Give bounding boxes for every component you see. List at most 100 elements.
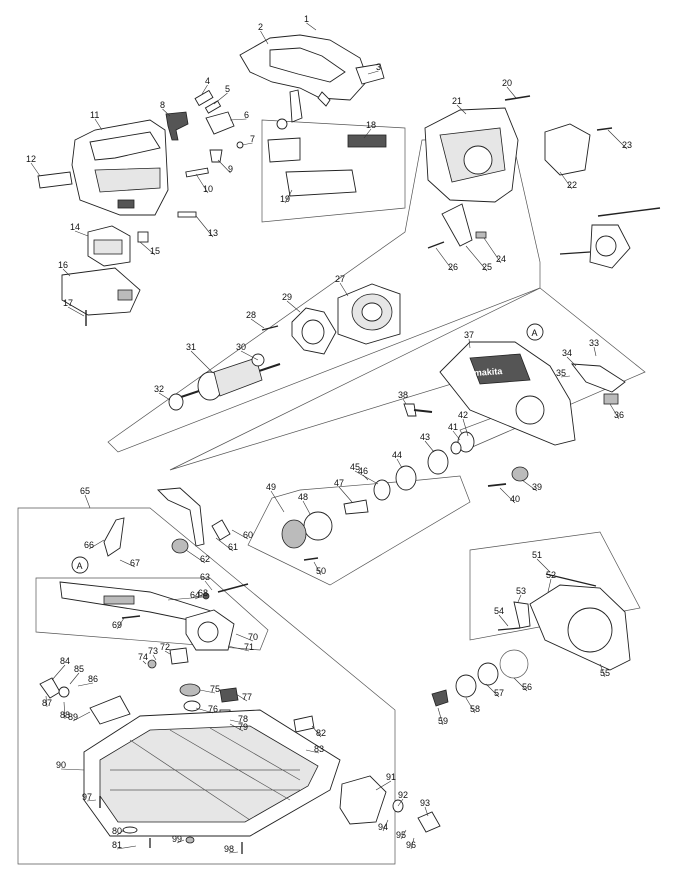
leader-line (410, 837, 415, 850)
wing-knob-icon (293, 715, 315, 733)
part-number-label: 83 (314, 744, 324, 754)
part-number-label: 74 (138, 652, 148, 662)
leader-line (362, 474, 369, 481)
part-number-label: 2 (258, 22, 263, 32)
part-number-label: 13 (208, 228, 218, 238)
leader-line (560, 375, 571, 378)
part-number-label: 7 (250, 134, 255, 144)
leader-line (547, 578, 552, 593)
spindle-stack (343, 431, 475, 515)
leader-line (456, 104, 467, 115)
leader-line (499, 487, 516, 504)
outline-spindle-group (247, 475, 471, 586)
leader-line (338, 486, 353, 503)
part-number-label: 16 (58, 260, 68, 270)
part-number-label: 22 (567, 180, 577, 190)
part-number-label: 77 (242, 692, 252, 702)
leader-line (302, 500, 311, 515)
part-number-label: 39 (532, 482, 542, 492)
leader-line (306, 22, 317, 31)
part-number-label: 32 (154, 384, 164, 394)
part-number-label: 73 (148, 646, 158, 656)
part-number-label: 21 (452, 96, 462, 106)
flange-inner (477, 662, 499, 686)
leader-line (199, 689, 216, 694)
armature (177, 353, 281, 401)
part-number-label: 15 (150, 246, 160, 256)
switch-parts (165, 89, 244, 178)
leader-line (63, 701, 66, 720)
part-number-label: 5 (225, 84, 230, 94)
leader-line (69, 672, 80, 685)
part-number-label: 99 (172, 834, 182, 844)
outline-base-group (17, 507, 396, 865)
leader-line (152, 654, 157, 661)
leader-line (609, 403, 620, 420)
part-number-label: 42 (458, 410, 468, 420)
part-number-label: 9 (228, 164, 233, 174)
leader-line (51, 664, 66, 681)
callout-letter: A (77, 561, 83, 571)
part-number-label: 84 (60, 656, 70, 666)
callout-A-top: A (526, 323, 544, 341)
part-number-label: 6 (244, 110, 249, 120)
leader-line (88, 539, 105, 550)
leader-line (536, 558, 551, 573)
leader-line (195, 215, 214, 238)
leader-line (74, 230, 89, 237)
flange-outer (455, 674, 477, 698)
bushing-icon (511, 466, 529, 482)
leader-line (452, 430, 461, 441)
part-number-label: 93 (420, 798, 430, 808)
leader-line (228, 851, 239, 854)
leader-line (84, 494, 91, 509)
leader-line (213, 92, 228, 105)
screw-icon (504, 95, 531, 101)
leader-line (382, 819, 389, 832)
leader-line (195, 707, 214, 714)
part-number-label: 38 (398, 390, 408, 400)
brand-mark: makita (473, 366, 503, 378)
part-number-label: 87 (42, 698, 52, 708)
motor-housing-top (239, 34, 385, 123)
leader-line (60, 768, 85, 771)
guide-arm (103, 517, 125, 557)
part-number-label: 88 (60, 710, 70, 720)
leader-line (204, 580, 213, 591)
bearing-icon (168, 393, 184, 411)
part-number-label: 35 (556, 368, 566, 378)
part-number-label: 81 (112, 840, 122, 850)
part-number-label: 40 (510, 494, 520, 504)
bottom-cover (61, 267, 141, 316)
brush-cover (544, 123, 591, 176)
leader-line (465, 697, 476, 714)
part-number-label: 55 (600, 668, 610, 678)
leader-line (363, 128, 372, 139)
leader-line (498, 614, 509, 627)
part-number-label: 18 (366, 120, 376, 130)
part-number-label: 97 (82, 792, 92, 802)
part-number-label: 95 (396, 830, 406, 840)
part-number-label: 34 (562, 348, 572, 358)
leader-line (397, 798, 404, 807)
part-number-label: 76 (208, 704, 218, 714)
part-number-label: 68 (198, 588, 208, 598)
part-number-label: 98 (224, 844, 234, 854)
base-plate (83, 709, 341, 837)
leader-line (240, 350, 259, 361)
part-number-label: 25 (482, 262, 492, 272)
outline-guard-group (469, 531, 641, 641)
leader-line (311, 725, 322, 738)
part-number-label: 69 (112, 620, 122, 630)
leader-line (284, 189, 293, 204)
leader-line (566, 356, 577, 367)
part-number-label: 8 (160, 100, 165, 110)
leader-line (599, 663, 606, 678)
part-number-label: 89 (68, 712, 78, 722)
part-number-label: 4 (205, 76, 210, 86)
leader-line (229, 719, 244, 724)
front-knob (39, 677, 61, 699)
part-number-label: 47 (334, 478, 344, 488)
part-number-label: 67 (130, 558, 140, 568)
outline-switch-group (261, 119, 406, 223)
